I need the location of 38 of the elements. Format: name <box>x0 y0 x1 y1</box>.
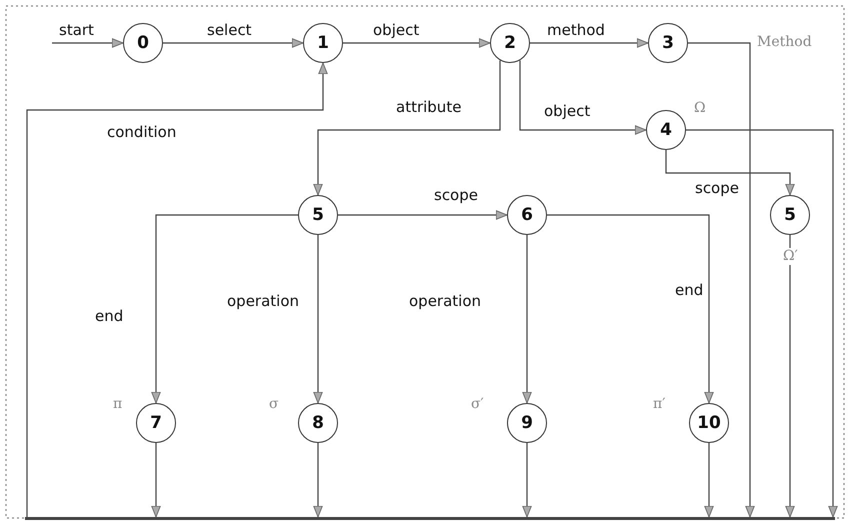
arrow <box>26 62 328 517</box>
arrow <box>313 443 323 518</box>
state-circle: 5 <box>770 195 810 235</box>
arrow <box>338 210 508 220</box>
arrow <box>688 42 755 518</box>
arrow <box>522 443 532 518</box>
state-circle: 6 <box>507 195 547 235</box>
arrow <box>785 235 795 518</box>
arrow <box>343 38 490 48</box>
baseline-bar <box>25 517 835 520</box>
symbol-label: Ω′ <box>782 248 799 265</box>
arrow <box>313 60 501 196</box>
state-circle: 10 <box>689 403 729 443</box>
arrow <box>665 150 795 196</box>
arrow <box>313 235 323 404</box>
edge-label: object <box>543 103 592 120</box>
state-circle: 5 <box>298 195 338 235</box>
state-circle: 3 <box>648 23 688 63</box>
arrow <box>519 60 646 135</box>
edge-label: operation <box>226 293 300 310</box>
state-circle: 1 <box>303 23 343 63</box>
state-circle: 2 <box>490 23 530 63</box>
state-circle: 0 <box>123 23 163 63</box>
state-circle: 4 <box>646 110 686 150</box>
edge-label: operation <box>408 293 482 310</box>
arrow <box>52 38 124 48</box>
arrow <box>686 129 838 518</box>
state-circle: 9 <box>507 403 547 443</box>
edge-label: object <box>372 22 420 39</box>
arrow <box>522 235 532 404</box>
state-circle: 8 <box>298 403 338 443</box>
state-circle: 7 <box>136 403 176 443</box>
arrow <box>151 443 161 518</box>
arrow <box>547 214 714 404</box>
arrow <box>530 38 648 48</box>
arrow <box>704 443 714 518</box>
arrow <box>151 214 298 404</box>
arrow <box>163 38 304 48</box>
